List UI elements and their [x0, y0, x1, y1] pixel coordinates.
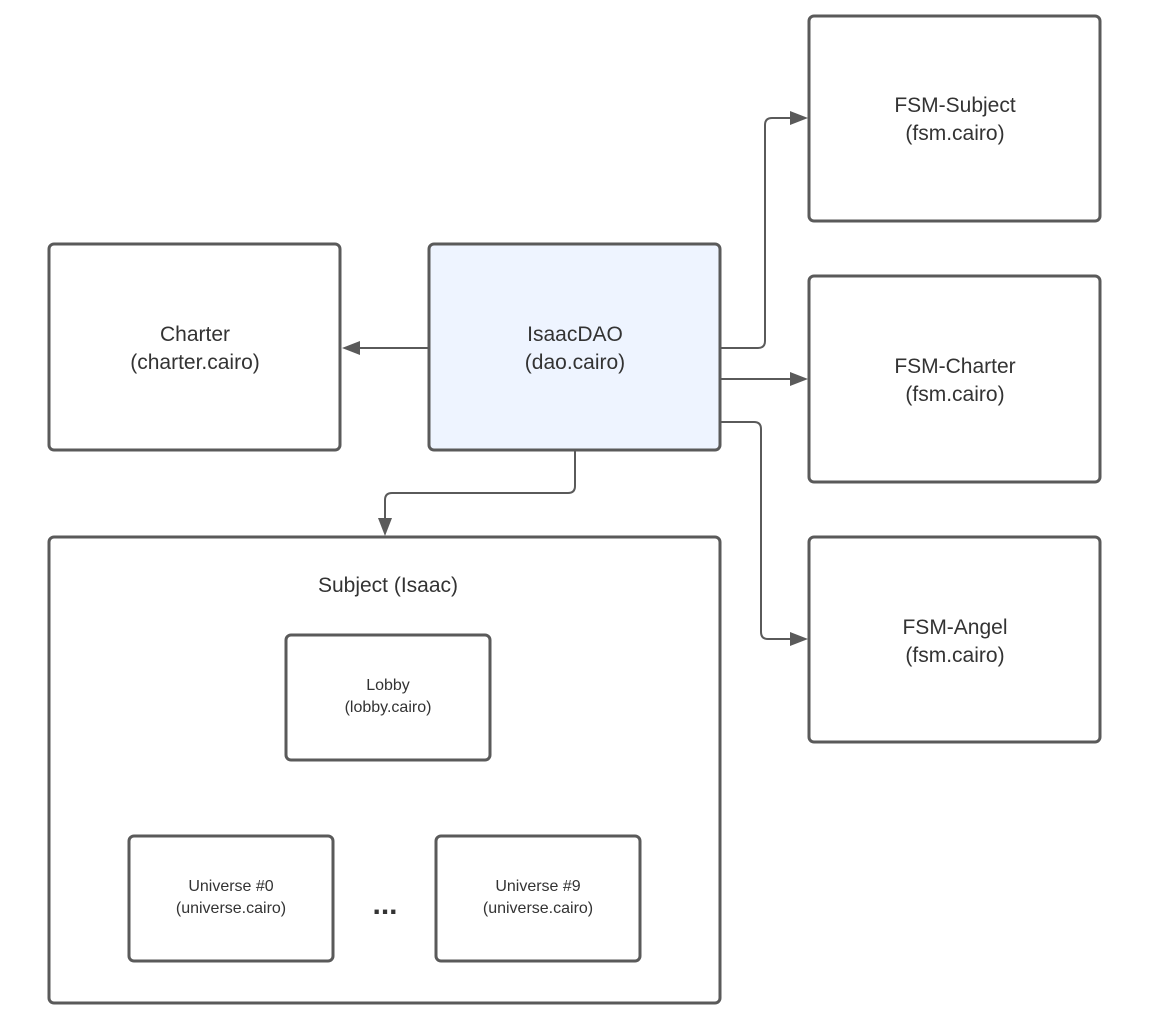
node-universe-0: Universe #0 (universe.cairo) — [127, 834, 335, 963]
node-subject-title: Subject (Isaac) — [318, 574, 458, 597]
node-fsm-angel-file: (fsm.cairo) — [905, 644, 1004, 667]
node-lobby-title: Lobby — [366, 677, 410, 694]
arrowhead-fsm-charter — [790, 372, 808, 386]
connector-dao-fsm-angel — [720, 421, 790, 640]
node-fsm-subject-title: FSM-Subject — [894, 94, 1016, 117]
node-charter-title: Charter — [160, 323, 230, 346]
arrowhead-charter — [342, 341, 360, 355]
node-fsm-charter-file: (fsm.cairo) — [905, 383, 1004, 406]
node-fsm-subject: FSM-Subject (fsm.cairo) — [807, 14, 1102, 223]
arrowhead-fsm-angel — [790, 632, 808, 646]
arrowhead-fsm-subject — [790, 111, 808, 125]
node-universe-0-title: Universe #0 — [188, 878, 273, 895]
connector-dao-subject — [384, 450, 576, 518]
connector-dao-fsm-subject — [720, 117, 790, 349]
node-charter-file: (charter.cairo) — [130, 351, 260, 374]
node-lobby: Lobby (lobby.cairo) — [284, 633, 492, 762]
node-dao-file: (dao.cairo) — [525, 351, 625, 374]
node-lobby-file: (lobby.cairo) — [345, 699, 432, 716]
node-universe-9-title: Universe #9 — [495, 878, 580, 895]
universe-ellipsis: ... — [372, 888, 397, 921]
node-universe-9: Universe #9 (universe.cairo) — [434, 834, 642, 963]
node-fsm-charter-title: FSM-Charter — [894, 355, 1015, 378]
node-fsm-subject-file: (fsm.cairo) — [905, 122, 1004, 145]
node-fsm-angel-title: FSM-Angel — [902, 616, 1007, 639]
node-fsm-charter: FSM-Charter (fsm.cairo) — [807, 274, 1102, 484]
arrowhead-subject — [378, 518, 392, 536]
node-charter: Charter (charter.cairo) — [47, 242, 342, 452]
node-dao-title: IsaacDAO — [527, 323, 623, 346]
node-universe-9-file: (universe.cairo) — [483, 900, 593, 917]
node-dao: IsaacDAO (dao.cairo) — [427, 242, 722, 452]
node-fsm-angel: FSM-Angel (fsm.cairo) — [807, 535, 1102, 744]
node-universe-0-file: (universe.cairo) — [176, 900, 286, 917]
